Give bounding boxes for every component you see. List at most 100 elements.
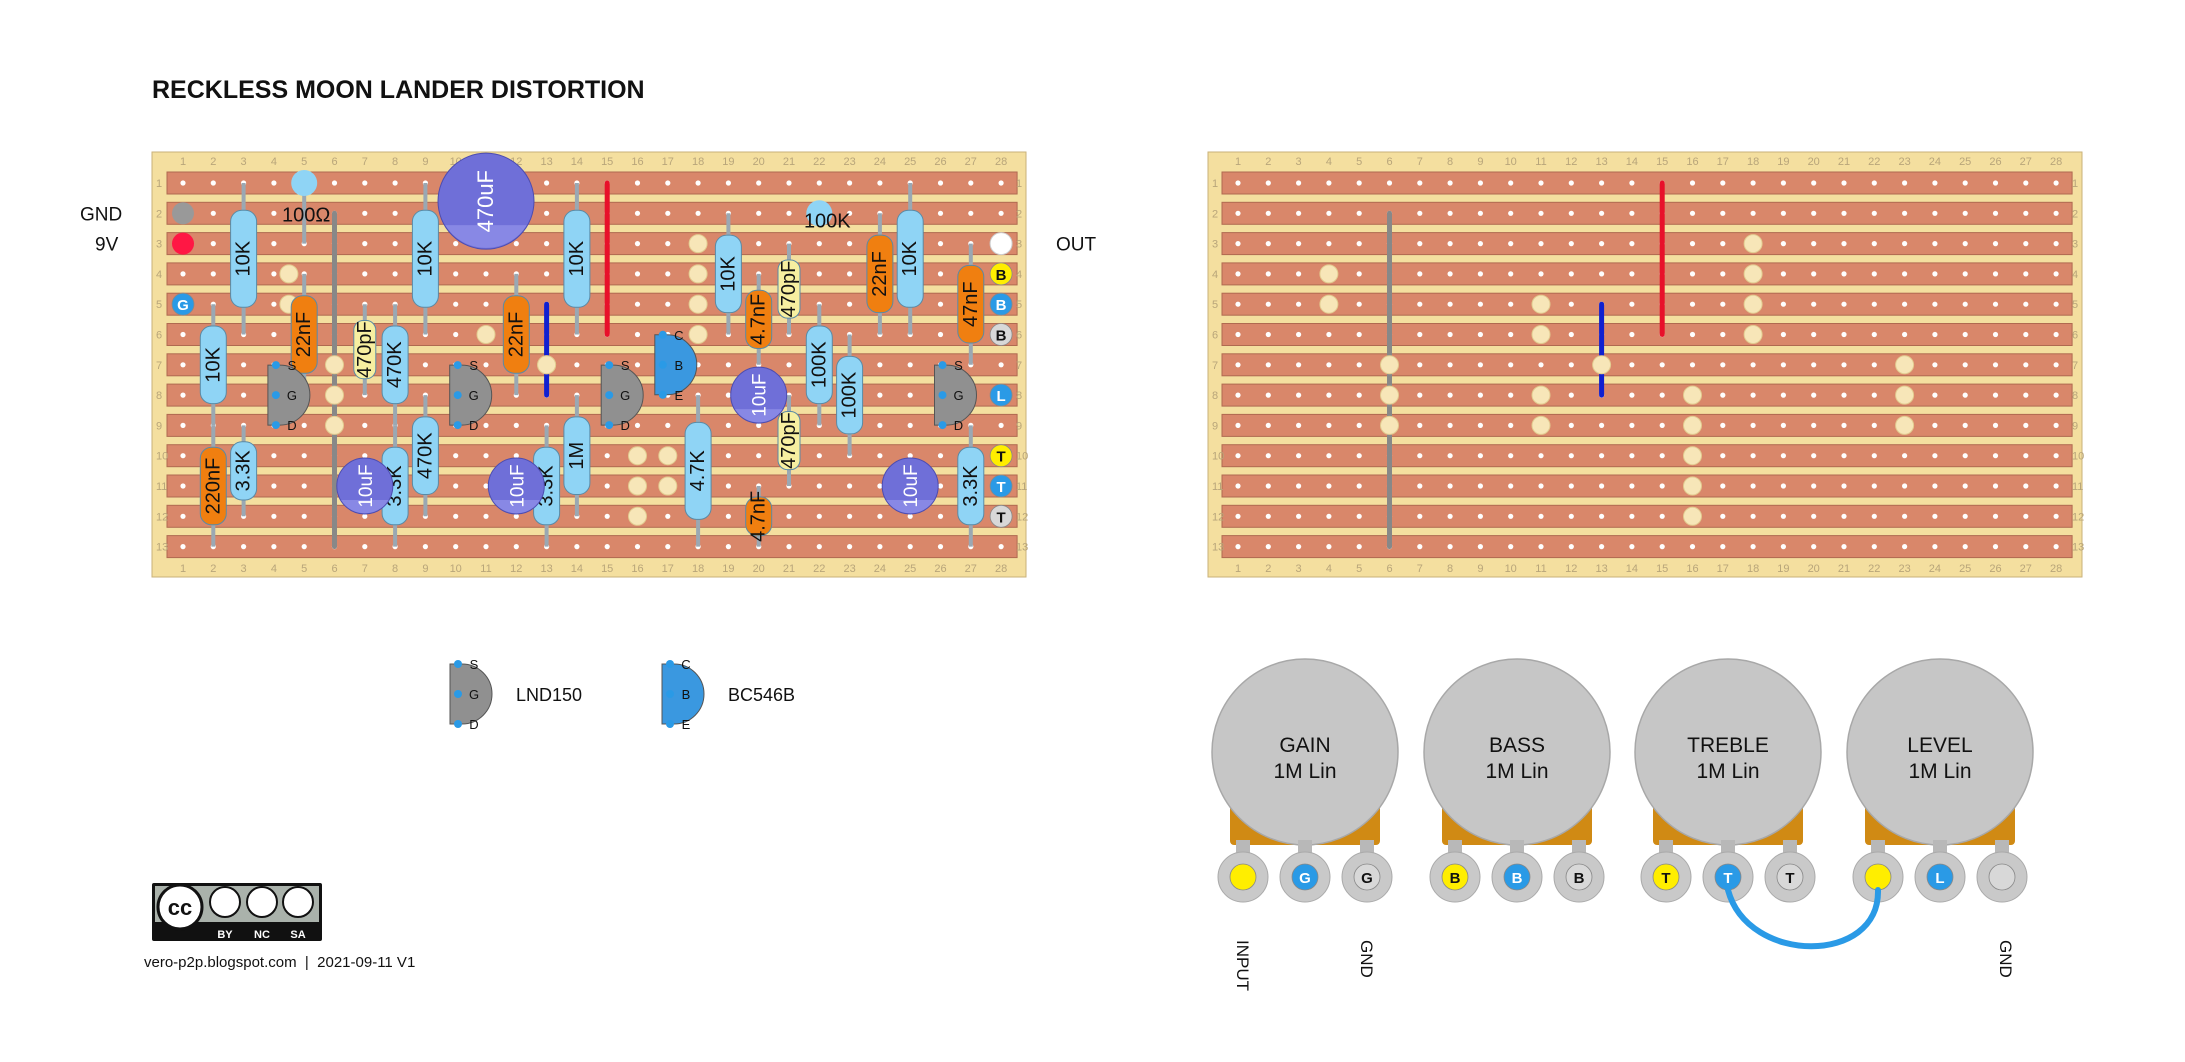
back-row-number: 9 <box>1212 420 1218 432</box>
front-col-number: 9 <box>422 156 428 168</box>
back-hole <box>1871 544 1877 550</box>
back-hole <box>1720 180 1726 186</box>
track-cut <box>1380 385 1399 405</box>
back-hole <box>2023 362 2029 368</box>
board-pad-label: B <box>996 328 1007 345</box>
back-hole <box>1629 301 1635 307</box>
back-col-number: 23 <box>1898 156 1910 168</box>
front-copper-strip <box>166 232 1018 256</box>
front-hole <box>453 483 459 489</box>
back-hole <box>1689 301 1696 307</box>
back-hole <box>1932 392 1938 398</box>
electrolytic-cap-stripe <box>341 500 389 514</box>
back-hole <box>1780 453 1786 459</box>
back-hole <box>1659 483 1665 489</box>
back-hole <box>1296 301 1302 307</box>
back-hole <box>1477 513 1483 519</box>
back-hole <box>1599 483 1605 489</box>
back-hole <box>2023 210 2029 216</box>
track-cut <box>1380 355 1399 375</box>
front-hole <box>665 301 671 307</box>
film-cap-body <box>745 289 773 349</box>
front-hole <box>756 422 762 428</box>
front-hole <box>392 180 398 186</box>
front-hole <box>998 422 1004 428</box>
gnd-label: GND <box>80 204 122 225</box>
back-hole <box>1356 544 1362 550</box>
jumper-wire <box>1725 887 1882 950</box>
power-label: 9V <box>95 235 119 256</box>
trim-resistor-body <box>806 200 833 227</box>
back-col-number: 17 <box>1717 563 1729 575</box>
front-row-number: 5 <box>1016 299 1022 311</box>
back-hole <box>1750 513 1756 519</box>
mosfet-pin-label: S <box>954 358 963 373</box>
front-row-number: 8 <box>156 390 162 402</box>
back-hole <box>1356 331 1362 338</box>
front-copper-strip <box>166 504 1018 528</box>
back-hole <box>1962 180 1968 186</box>
back-col-number: 13 <box>1595 563 1607 575</box>
mosfet-pin <box>271 361 280 370</box>
back-hole <box>1508 513 1514 519</box>
back-hole <box>1235 392 1241 398</box>
back-row-number: 12 <box>1212 511 1224 523</box>
front-hole <box>877 392 883 398</box>
front-hole <box>362 180 368 186</box>
board-pad <box>989 292 1013 316</box>
front-hole <box>907 392 913 398</box>
front-row-number: 11 <box>156 481 167 493</box>
back-col-number: 23 <box>1898 563 1910 575</box>
pot-lug-pad <box>1229 863 1257 891</box>
front-hole <box>816 483 822 489</box>
front-hole <box>756 453 762 459</box>
back-hole <box>2053 241 2059 247</box>
back-col-number: 7 <box>1417 156 1423 168</box>
front-col-number: 13 <box>540 156 552 168</box>
front-col-number: 15 <box>601 156 613 168</box>
front-hole <box>937 180 944 186</box>
track-cut <box>1743 234 1763 254</box>
back-hole <box>2053 301 2059 307</box>
back-col-number: 19 <box>1777 563 1789 575</box>
back-hole <box>1932 301 1938 307</box>
back-hole <box>1296 241 1302 247</box>
legend-transistor-pin-label: C <box>681 657 690 672</box>
back-hole <box>1477 180 1483 186</box>
back-hole <box>1265 422 1271 428</box>
back-hole <box>1235 271 1241 277</box>
back-hole <box>1477 422 1483 428</box>
front-col-number: 16 <box>631 156 643 168</box>
bjt-pin <box>658 330 667 339</box>
resistor-value: 10K <box>414 240 436 276</box>
front-hole <box>271 180 277 186</box>
front-row-number: 12 <box>156 511 168 523</box>
resistor-value: 3.3K <box>960 465 982 507</box>
track-cut <box>537 355 557 375</box>
back-hole <box>1811 422 1817 428</box>
front-hole <box>816 453 822 459</box>
front-hole <box>634 180 641 186</box>
track-cut <box>325 355 344 375</box>
back-hole <box>2023 241 2029 247</box>
back-hole <box>1296 210 1302 216</box>
mosfet-pin <box>605 361 614 370</box>
back-hole <box>1780 422 1786 428</box>
back-hole <box>2053 483 2059 489</box>
back-hole <box>1962 331 1968 338</box>
back-col-number: 25 <box>1959 156 1971 168</box>
back-hole <box>1568 210 1574 216</box>
front-col-number: 3 <box>241 156 247 168</box>
front-col-number: 13 <box>540 563 552 575</box>
front-row-number: 2 <box>156 208 162 220</box>
track-cut <box>628 446 647 466</box>
back-hole <box>1538 241 1544 247</box>
resistor-value: 100K <box>808 341 830 388</box>
back-hole <box>1356 241 1362 247</box>
resistor-body <box>230 209 258 308</box>
output-label: OUT <box>1056 235 1097 256</box>
back-hole <box>1296 362 1302 368</box>
back-hole <box>1265 453 1271 459</box>
bjt-pin-label: C <box>674 328 683 343</box>
front-hole <box>937 544 944 550</box>
